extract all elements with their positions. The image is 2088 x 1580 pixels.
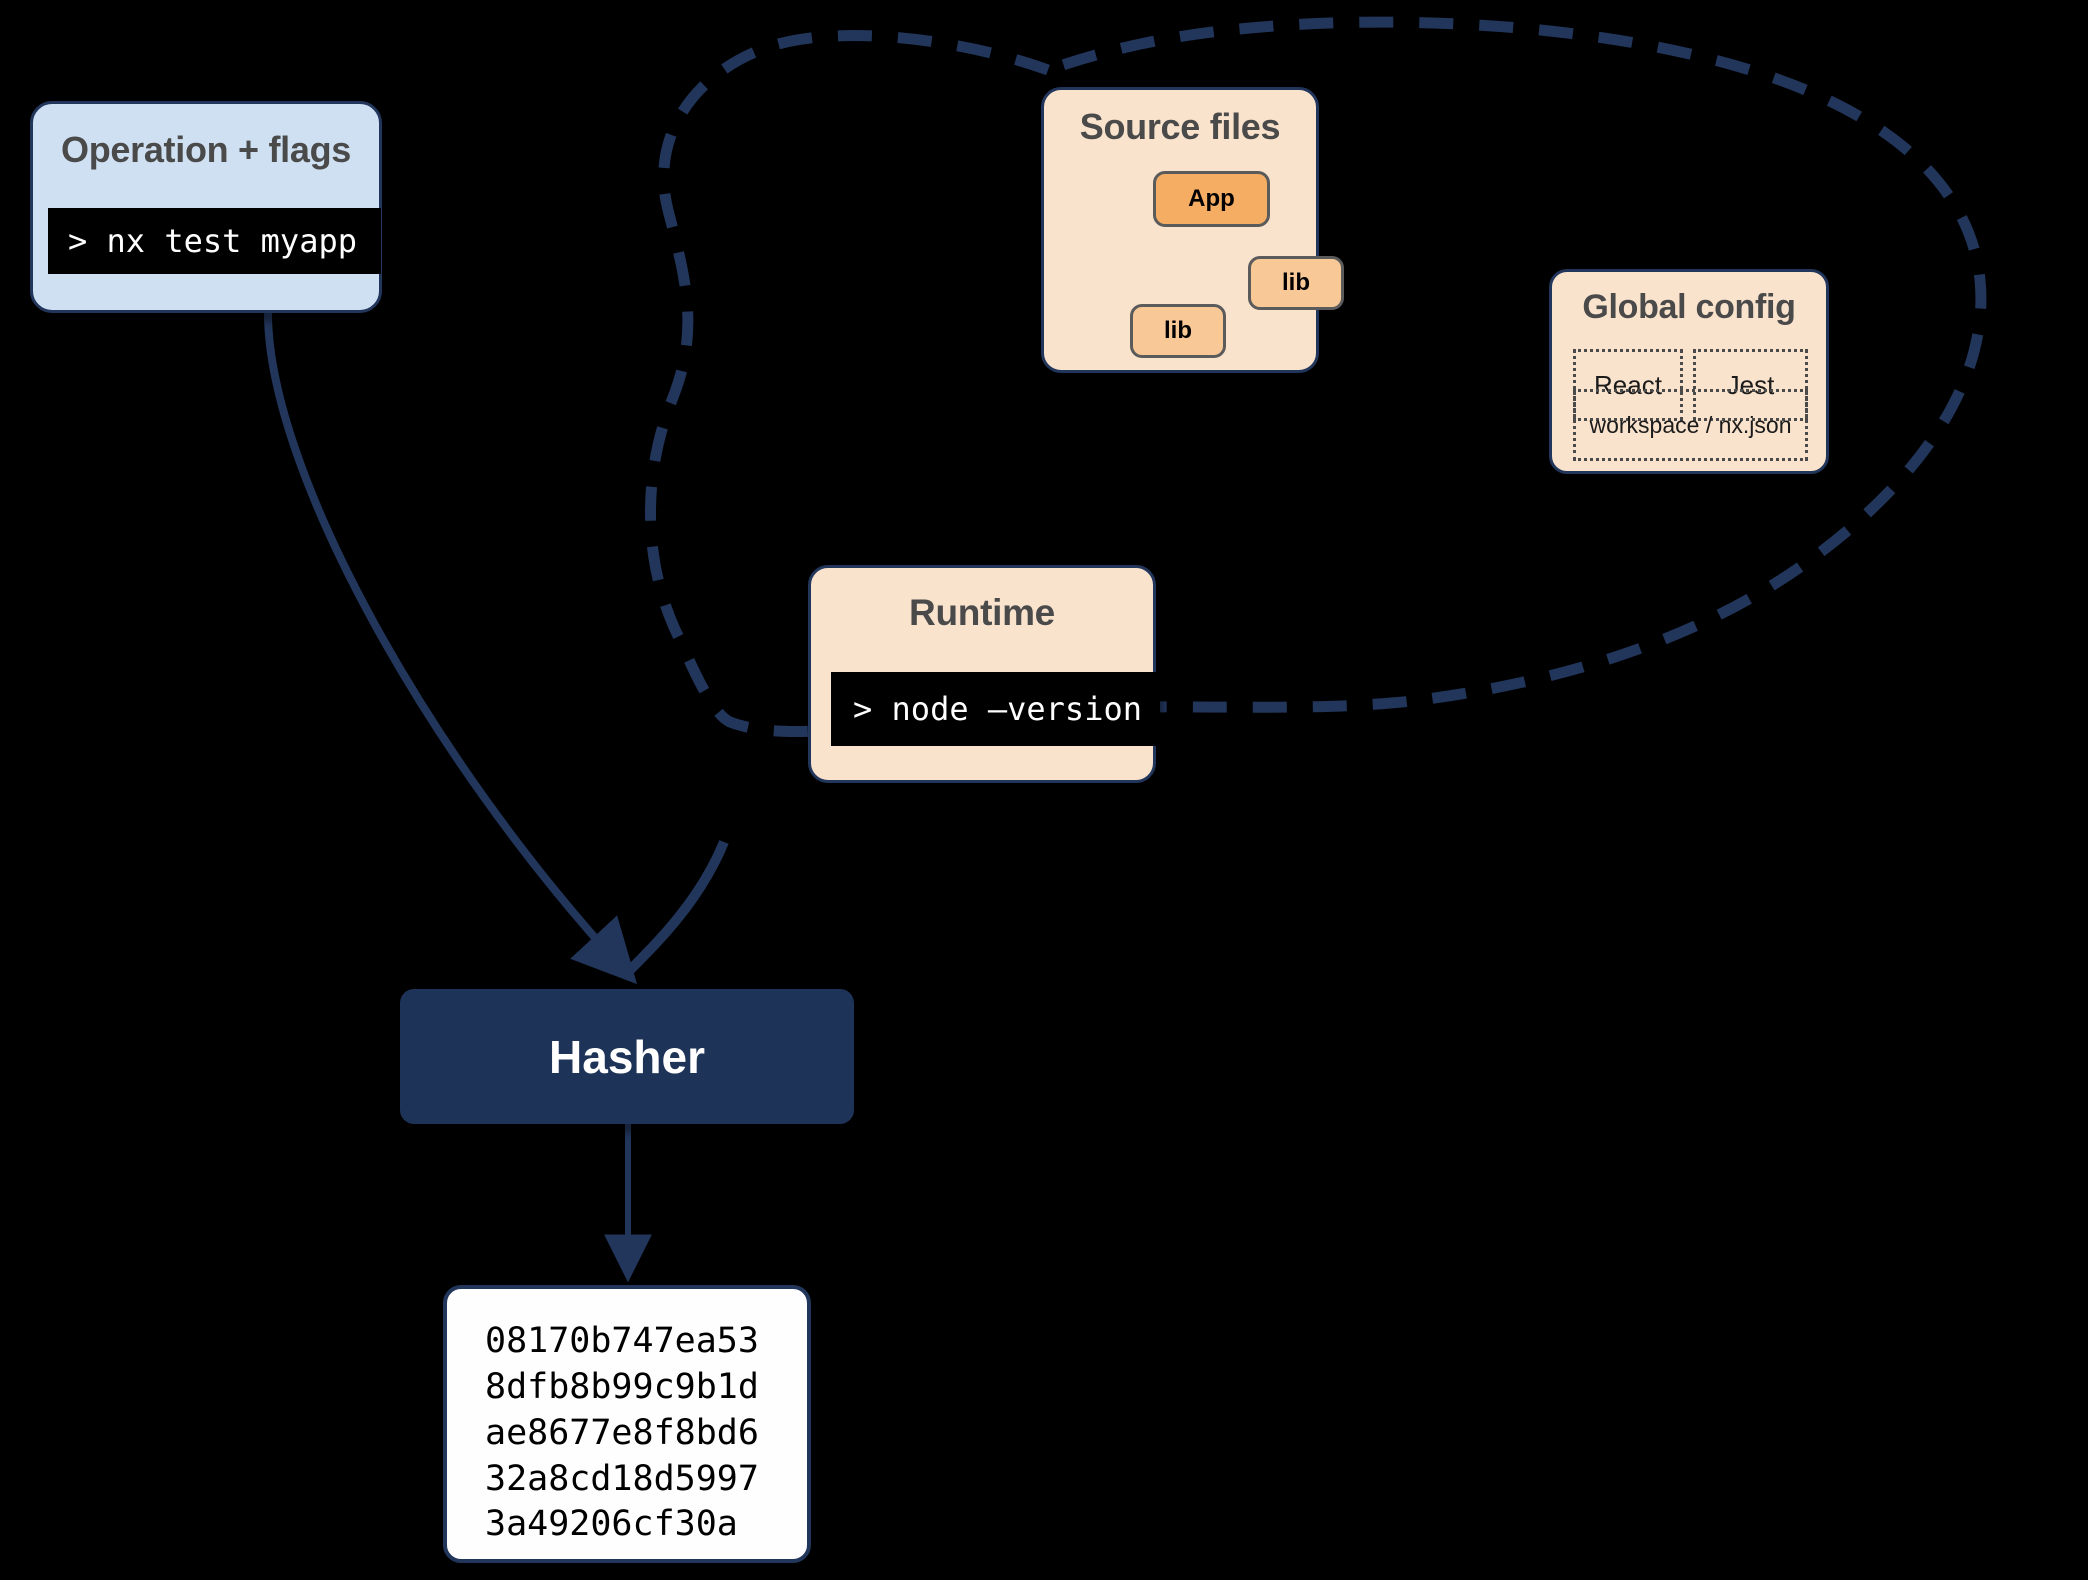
hash-line: 8dfb8b99c9b1d (485, 1366, 759, 1407)
runtime-title: Runtime (909, 592, 1055, 633)
hasher-card[interactable]: Hasher (400, 989, 854, 1124)
operation-terminal: > nx test myapp (48, 208, 381, 274)
arrow-operation-to-hasher (264, 312, 638, 985)
hash-line: ae8677e8f8bd6 (485, 1412, 759, 1453)
hash-line: 32a8cd18d5997 (485, 1458, 759, 1499)
source-files-title: Source files (1079, 106, 1281, 147)
hash-output-text: 08170b747ea53 8dfb8b99c9b1d ae8677e8f8bd… (447, 1289, 807, 1548)
hasher-label: Hasher (549, 1030, 705, 1083)
runtime-terminal: > node –version (831, 672, 1160, 746)
global-config-card[interactable]: Global config React Jest workspace / nx.… (1549, 269, 1829, 474)
source-files-card[interactable]: Source files App lib lib (1041, 87, 1344, 373)
hash-line: 3a49206cf30a (485, 1504, 738, 1545)
global-config-title: Global config (1582, 288, 1796, 326)
hash-output-card: 08170b747ea53 8dfb8b99c9b1d ae8677e8f8bd… (443, 1285, 811, 1563)
source-node-lib-right[interactable]: lib (1248, 256, 1344, 310)
hash-line: 08170b747ea53 (485, 1321, 759, 1361)
config-cell-jest[interactable]: Jest (1693, 349, 1808, 421)
operation-flags-card[interactable]: Operation + flags > nx test myapp (30, 101, 382, 313)
source-node-app[interactable]: App (1153, 171, 1270, 227)
source-node-lib-left[interactable]: lib (1130, 304, 1226, 358)
runtime-card[interactable]: Runtime > node –version (808, 565, 1160, 783)
config-cell-workspace[interactable]: workspace / nx.json (1573, 389, 1808, 461)
operation-flags-title: Operation + flags (61, 129, 351, 170)
arrow-inputs-to-hasher (624, 840, 729, 976)
config-cell-react[interactable]: React (1573, 349, 1683, 421)
